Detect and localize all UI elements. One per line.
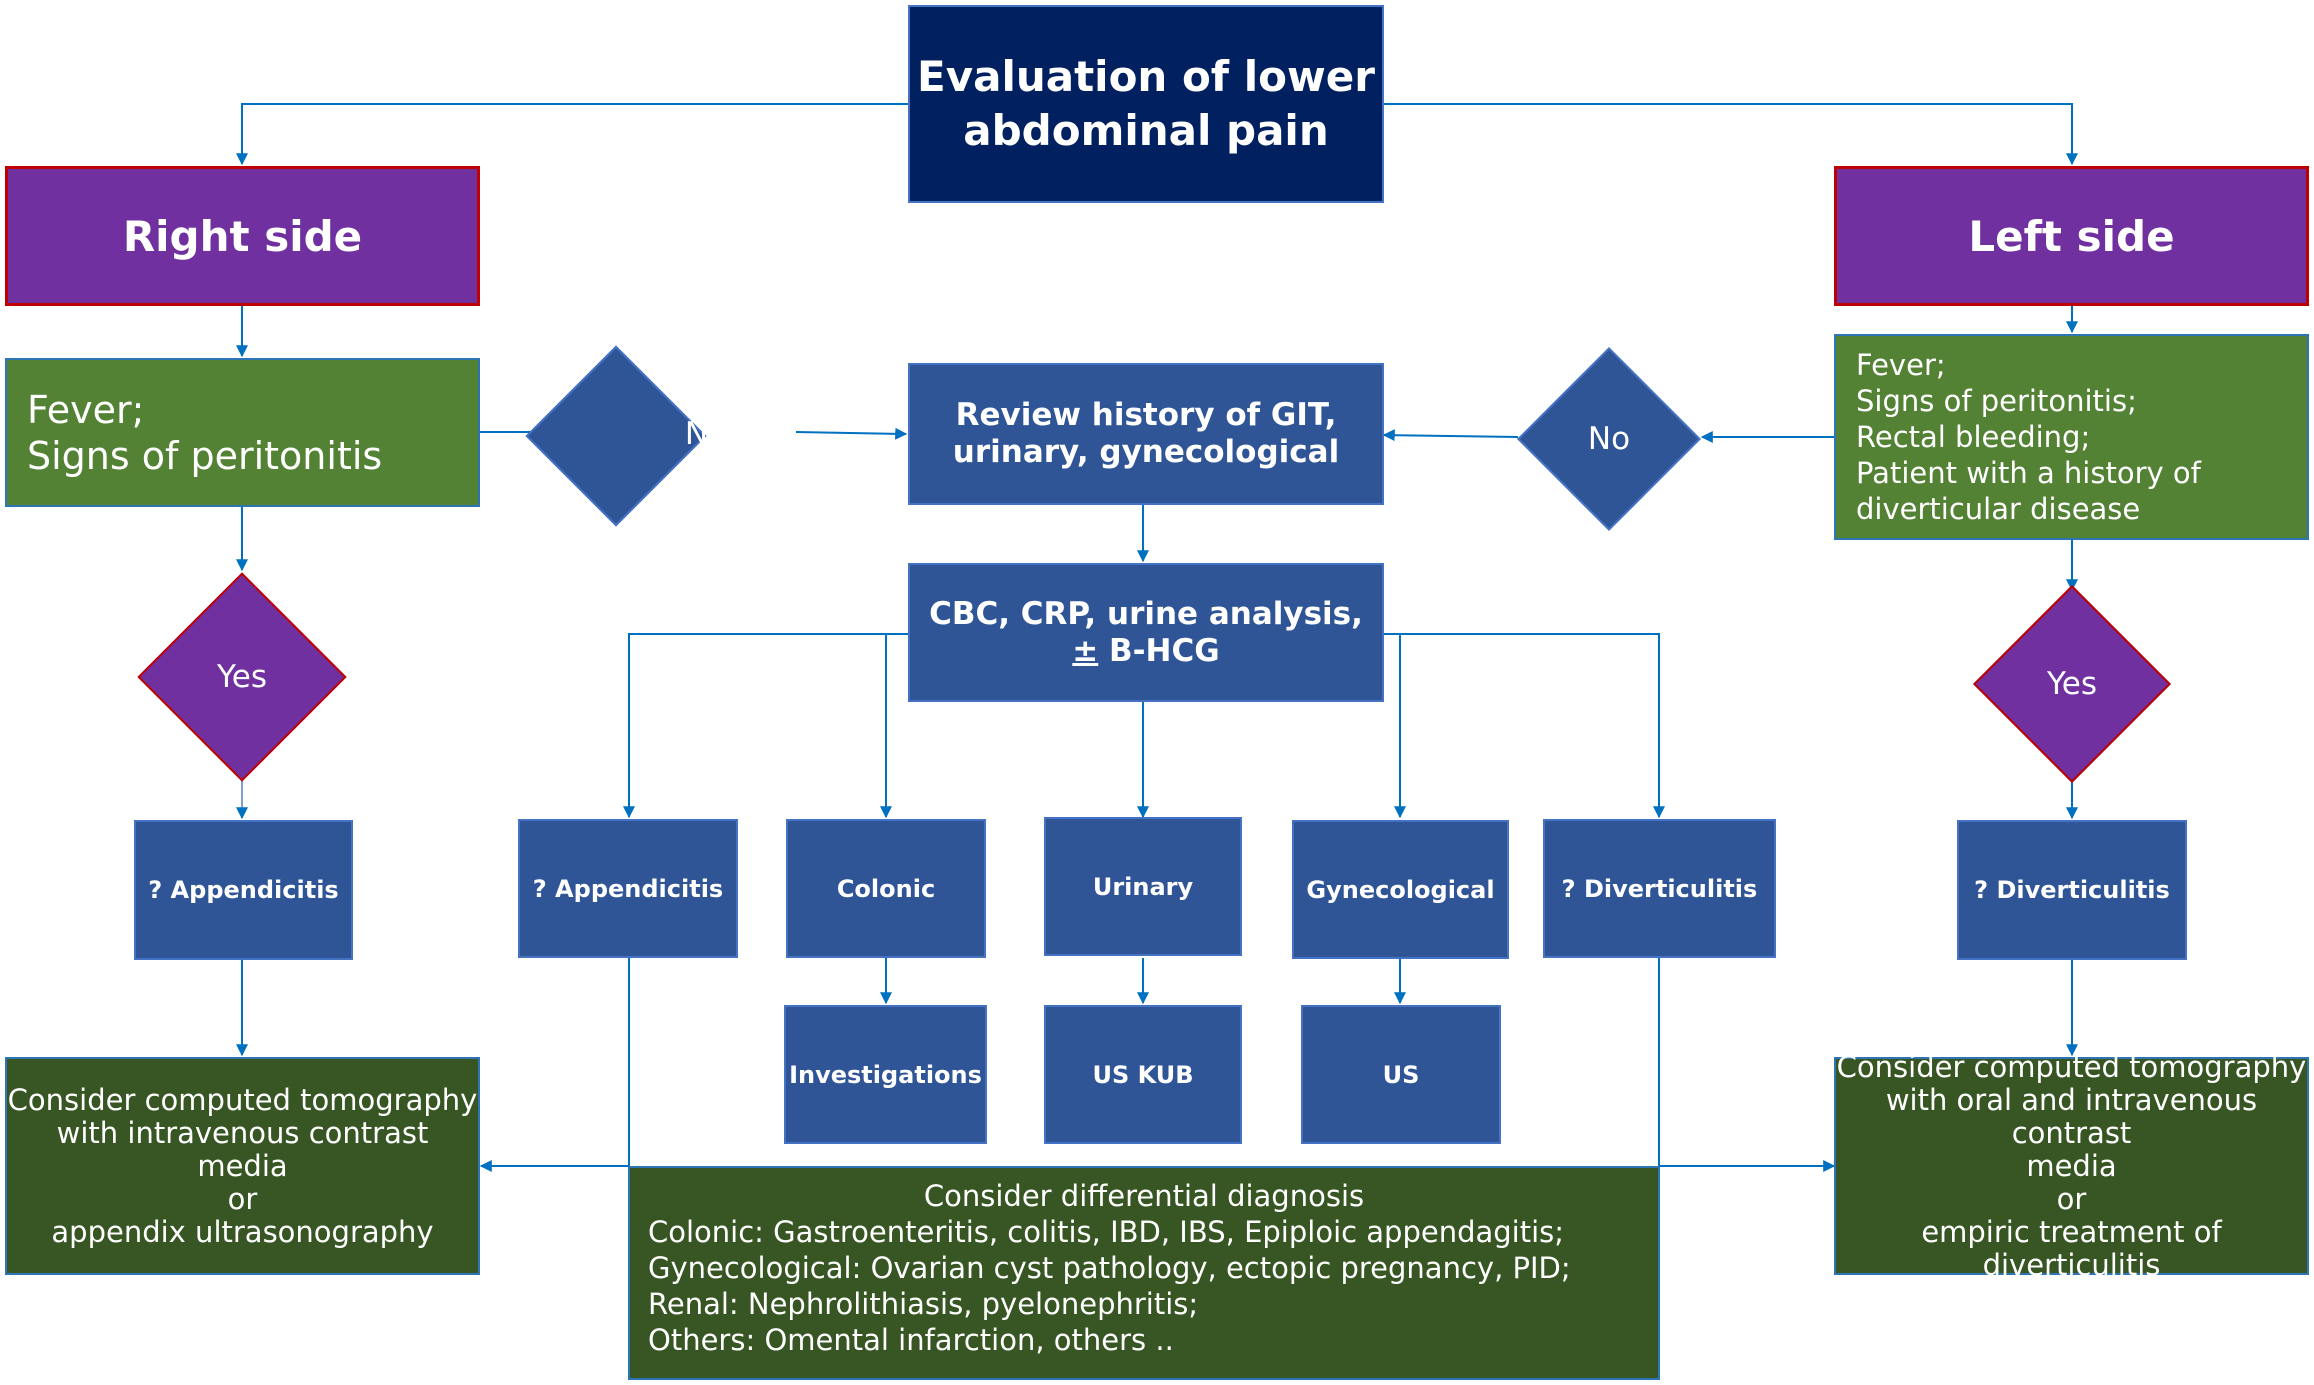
branch-label: Gynecological: [1306, 875, 1495, 904]
branch-label: ? Diverticulitis: [1561, 874, 1758, 903]
consider-line: or: [2056, 1181, 2087, 1216]
labs-bhcg: B-HCG: [1098, 632, 1220, 669]
right-appendicitis-box: ? Appendicitis: [134, 820, 353, 960]
branch-colonic-box: Colonic: [786, 819, 986, 958]
ddx-line: Colonic: Gastroenteritis, colitis, IBD, …: [648, 1215, 1565, 1249]
right-yes-label: Yes: [216, 659, 268, 695]
test-label: Investigations: [789, 1060, 982, 1089]
test-label: US: [1382, 1060, 1420, 1089]
connector-title-to-right-side: [236, 103, 908, 166]
criteria-line: Signs of peritonitis: [27, 433, 383, 478]
consider-line: Consider computed tomography: [1836, 1049, 2307, 1084]
right-no-label: No: [684, 416, 728, 452]
branch-diverticulitis-box: ? Diverticulitis: [1543, 819, 1776, 958]
connector-labs-to-diverticulitis: [1382, 633, 1665, 819]
connector-title-to-left-side: [1384, 103, 2078, 166]
branch-label: ? Appendicitis: [532, 874, 724, 903]
branch-appendicitis-box: ? Appendicitis: [518, 819, 738, 958]
title-line: Evaluation of lower: [917, 52, 1375, 101]
ddx-line: Others: Omental infarction, others ..: [648, 1323, 1174, 1357]
consider-line: media: [2026, 1148, 2117, 1183]
branch-label: Colonic: [836, 874, 936, 903]
review-line: Review history of GIT,: [955, 397, 1337, 433]
left-no-label: No: [1587, 421, 1631, 457]
consider-line: appendix ultrasonography: [51, 1214, 434, 1249]
labs-line: CBC, CRP, urine analysis,: [929, 595, 1363, 632]
criteria-line: Fever;: [27, 387, 145, 432]
branch-gynecological-box: Gynecological: [1292, 820, 1509, 959]
left-criteria-box: Fever; Signs of peritonitis; Rectal blee…: [1834, 334, 2309, 540]
title-line: abdominal pain: [963, 106, 1329, 155]
left-yes-label: Yes: [2046, 666, 2098, 702]
test-investigations-box: Investigations: [784, 1005, 987, 1144]
consider-line: empiric treatment of: [1921, 1214, 2222, 1249]
ddx-line: Renal: Nephrolithiasis, pyelonephritis;: [648, 1287, 1199, 1321]
connector-right-no-to-review: [795, 427, 908, 440]
ddx-line: Gynecological: Ovarian cyst pathology, e…: [648, 1251, 1571, 1285]
test-us-kub-box: US KUB: [1044, 1005, 1242, 1144]
right-side-header: Right side: [5, 166, 480, 306]
criteria-line: Signs of peritonitis;: [1856, 384, 2137, 418]
plus-minus-symbol: ±: [1072, 632, 1099, 669]
left-consider-box: Consider computed tomography with oral a…: [1834, 1050, 2309, 1281]
labs-line: ± B-HCG: [929, 633, 1363, 670]
criteria-line: Rectal bleeding;: [1856, 420, 2091, 454]
criteria-line: Patient with a history of: [1856, 456, 2201, 490]
ddx-title: Consider differential diagnosis: [923, 1179, 1365, 1213]
branch-urinary-box: Urinary: [1044, 817, 1242, 956]
left-side-header: Left side: [1834, 166, 2309, 306]
right-appendicitis-label: ? Appendicitis: [148, 876, 339, 904]
test-label: US KUB: [1092, 1060, 1194, 1089]
test-us-box: US: [1301, 1005, 1501, 1144]
branch-label: Urinary: [1092, 872, 1194, 901]
left-diverticulitis-label: ? Diverticulitis: [1974, 876, 2170, 904]
review-history-box: Review history of GIT, urinary, gynecolo…: [908, 363, 1384, 505]
connector-labs-to-appendicitis: [623, 633, 908, 819]
consider-line: or: [227, 1181, 258, 1216]
consider-line: Consider computed tomography: [7, 1082, 478, 1117]
right-side-label: Right side: [122, 211, 363, 261]
consider-line: with oral and intravenous contrast: [1885, 1082, 2258, 1150]
consider-line: diverticulitis: [1982, 1247, 2161, 1282]
right-consider-box: Consider computed tomography with intrav…: [5, 1057, 480, 1275]
criteria-line: diverticular disease: [1856, 492, 2141, 526]
title-box: Evaluation of lower abdominal pain: [908, 5, 1384, 203]
labs-box: CBC, CRP, urine analysis, ± B-HCG: [908, 563, 1384, 702]
review-line: urinary, gynecological: [952, 434, 1340, 470]
right-criteria-box: Fever; Signs of peritonitis: [5, 358, 480, 507]
left-side-label: Left side: [1968, 211, 2175, 261]
consider-line: with intravenous contrast media: [56, 1115, 429, 1183]
connector-left-no-to-review: [1382, 429, 1519, 442]
differential-diagnosis-box: Consider differential diagnosis Colonic:…: [628, 1166, 1660, 1380]
left-diverticulitis-box: ? Diverticulitis: [1957, 820, 2187, 960]
criteria-line: Fever;: [1856, 348, 1946, 382]
